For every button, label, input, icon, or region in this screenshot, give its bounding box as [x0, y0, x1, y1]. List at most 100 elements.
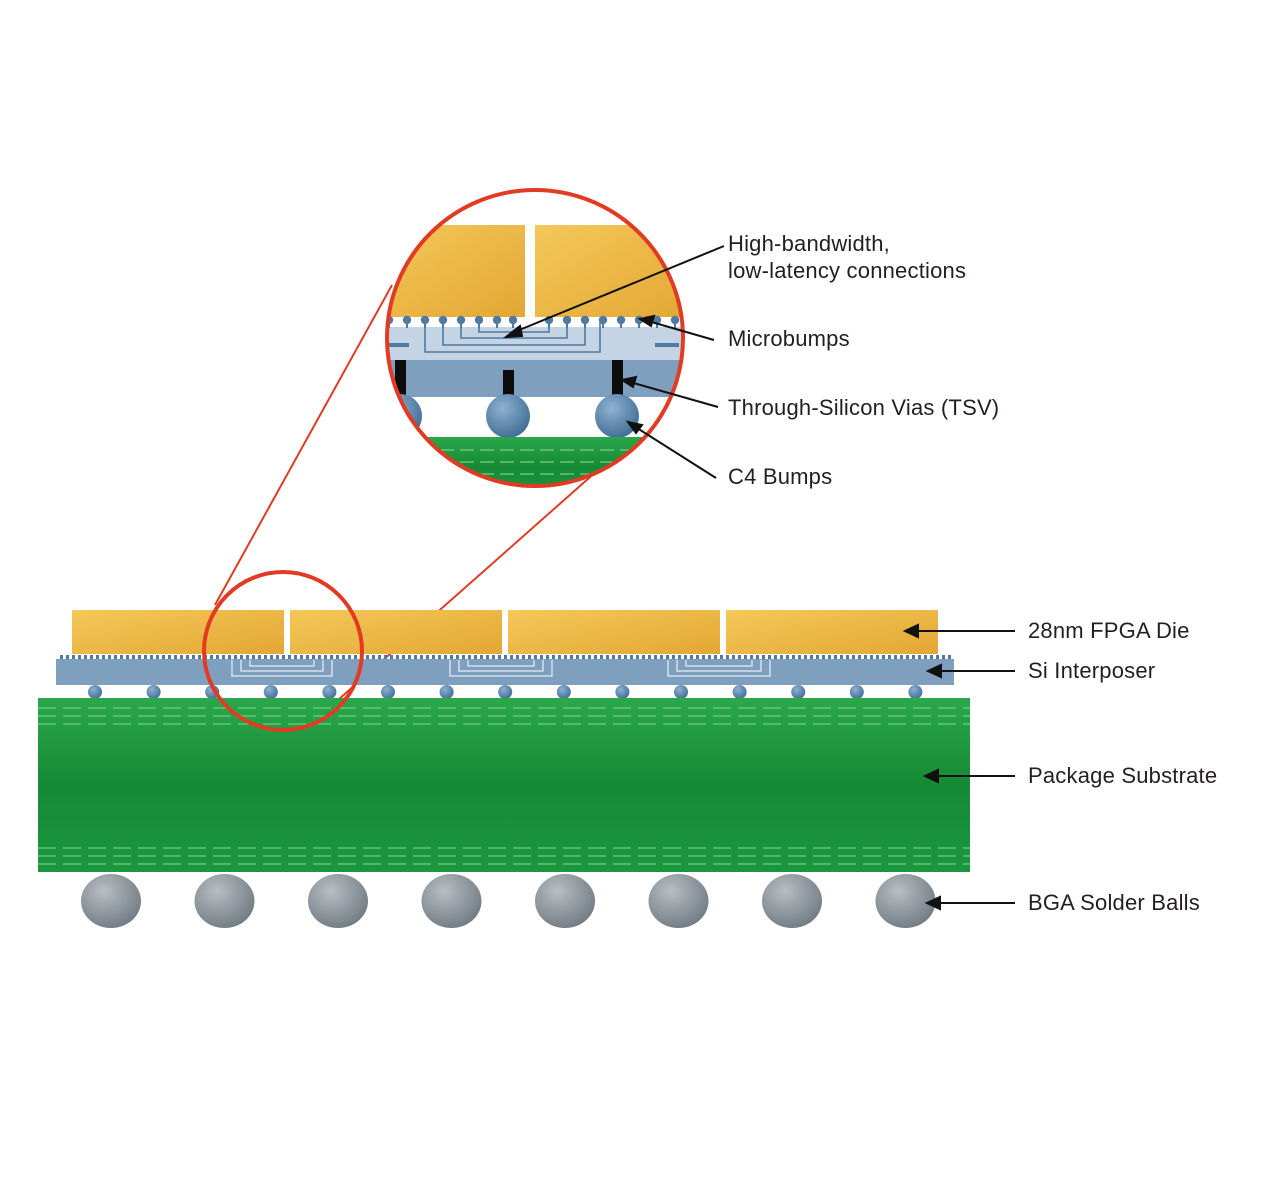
zoom-microbump-stem [602, 320, 604, 328]
microbump [120, 655, 123, 659]
label-si-interposer: Si Interposer [1028, 658, 1156, 683]
c4-bump [88, 685, 102, 699]
microbump [822, 655, 825, 659]
microbump [300, 655, 303, 659]
microbump [768, 655, 771, 659]
microbump [840, 655, 843, 659]
microbump [606, 655, 609, 659]
microbump [786, 655, 789, 659]
microbump [828, 655, 831, 659]
microbump [744, 655, 747, 659]
zoom-microbump-stem [512, 320, 514, 328]
microbump [390, 655, 393, 659]
microbump [594, 655, 597, 659]
microbump [948, 655, 951, 659]
microbump [228, 655, 231, 659]
microbump [462, 655, 465, 659]
c4-bump [615, 685, 630, 699]
zoom-microbump-stem [620, 320, 622, 328]
microbump [870, 655, 873, 659]
substrate-layers [38, 707, 970, 865]
microbump [588, 655, 591, 659]
microbump [696, 655, 699, 659]
microbump [438, 655, 441, 659]
microbump [612, 655, 615, 659]
interposer-traces [231, 660, 771, 677]
fpga-die-1 [72, 610, 284, 654]
c4-bump [791, 685, 806, 699]
microbump [846, 655, 849, 659]
microbump [294, 655, 297, 659]
microbump [750, 655, 753, 659]
c4-bump [674, 685, 688, 699]
microbump [720, 655, 723, 659]
microbump [234, 655, 237, 659]
microbump [804, 655, 807, 659]
microbump [336, 655, 339, 659]
fpga-dies [72, 610, 938, 654]
microbump [678, 655, 681, 659]
microbump [570, 655, 573, 659]
fpga-die-4 [726, 610, 938, 654]
microbump [468, 655, 471, 659]
c4-bump [732, 685, 747, 699]
microbump [942, 655, 945, 659]
microbump [876, 655, 879, 659]
microbump [600, 655, 603, 659]
microbump [90, 655, 93, 659]
microbump [414, 655, 417, 659]
microbump [894, 655, 897, 659]
c4-bump [849, 685, 864, 699]
microbump [474, 655, 477, 659]
microbump [216, 655, 219, 659]
zoom-microbump-stem [674, 320, 676, 328]
microbump [522, 655, 525, 659]
microbump [918, 655, 921, 659]
microbump [138, 655, 141, 659]
microbump [546, 655, 549, 659]
microbump [258, 655, 261, 659]
zoom-microbump-stem [638, 320, 640, 328]
microbump [516, 655, 519, 659]
microbump [408, 655, 411, 659]
microbump [888, 655, 891, 659]
microbump [492, 655, 495, 659]
microbump [126, 655, 129, 659]
microbump [798, 655, 801, 659]
microbump [102, 655, 105, 659]
microbump [312, 655, 315, 659]
microbump [924, 655, 927, 659]
microbump [180, 655, 183, 659]
zoom-die-right [535, 225, 683, 317]
microbump [780, 655, 783, 659]
microbump [330, 655, 333, 659]
microbump [252, 655, 255, 659]
microbump [270, 655, 273, 659]
highlight-circle [202, 570, 364, 732]
label-tsv: Through-Silicon Vias (TSV) [728, 395, 1000, 420]
microbump [318, 655, 321, 659]
microbump [78, 655, 81, 659]
label-fpga-die: 28nm FPGA Die [1028, 618, 1190, 643]
microbump [60, 655, 63, 659]
microbump [576, 655, 579, 659]
microbump [540, 655, 543, 659]
microbump [936, 655, 939, 659]
microbump [108, 655, 111, 659]
label-bga-solder-balls: BGA Solder Balls [1028, 890, 1200, 915]
microbump [552, 655, 555, 659]
leader-lines [502, 245, 1015, 911]
microbump [930, 655, 933, 659]
microbump [708, 655, 711, 659]
bga-ball [875, 874, 936, 928]
c4-bump [322, 685, 337, 699]
microbump [666, 655, 669, 659]
microbump [384, 655, 387, 659]
microbump [618, 655, 621, 659]
microbump [534, 655, 537, 659]
microbump [150, 655, 153, 659]
microbump [186, 655, 189, 659]
microbump [756, 655, 759, 659]
c4-bump [498, 685, 513, 699]
label-c4-bumps: C4 Bumps [728, 464, 833, 489]
